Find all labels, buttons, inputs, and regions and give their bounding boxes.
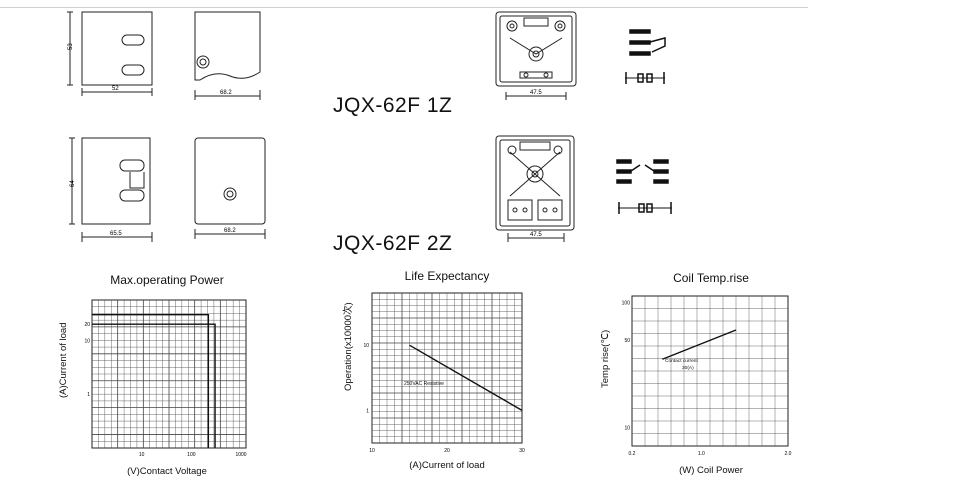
model-label-1z: JQX-62F 1Z — [333, 94, 453, 117]
chart1-y-tick: 10 — [84, 338, 90, 344]
chart1-y-tick: 1 — [87, 392, 90, 398]
dim-row2-width: 68.2 — [224, 228, 236, 234]
relay-1z-side-views: 53 52 68.2 — [67, 11, 261, 100]
dim-row2-base: 47.5 — [530, 232, 542, 238]
chart2-title: Life Expectancy — [404, 269, 490, 283]
chart2-y-tick: 1 — [366, 408, 369, 414]
chart2-xlabel: (A)Current of load — [409, 460, 485, 471]
relay-1z-base-and-schematic: 47.5 — [495, 11, 666, 100]
chart3-series-1 — [662, 329, 737, 360]
chart3-xlabel: (W) Coil Power — [679, 465, 743, 476]
dim-row2-depth: 65.5 — [110, 231, 122, 237]
chart2-x-tick: 10 — [369, 448, 375, 454]
dim-row1-height: 53 — [68, 43, 74, 50]
chart1-xlabel: (V)Contact Voltage — [127, 466, 207, 477]
chart3-ylabel: Temp rise(℃) — [600, 329, 611, 388]
chart2-y-tick: 10 — [363, 343, 369, 349]
relay-2z-base-view — [495, 135, 575, 242]
chart3-y-tick: 10 — [624, 425, 630, 431]
chart2-ylabel: Operation(x10000次) — [343, 302, 354, 391]
chart3-x-tick: 1.0 — [698, 451, 705, 457]
relay-1z-base-view — [495, 11, 577, 100]
relay-1z-contact-schematic — [625, 29, 666, 84]
chart3-annotation-line2: 30(A) — [682, 365, 694, 371]
chart1-x-tick: 100 — [187, 452, 196, 458]
relay-2z-side-views: 64 65.5 68.2 — [69, 137, 266, 242]
chart2-x-tick: 30 — [519, 448, 525, 454]
chart2-annotation: 250VAC Resistive — [404, 381, 444, 387]
chart2-plot: 10 20 30 1 10 250VAC Resistive — [363, 292, 525, 454]
dim-row2-height: 64 — [70, 180, 76, 187]
chart3-title: Coil Temp.rise — [673, 271, 749, 285]
dim-row1-width: 68.2 — [220, 90, 232, 96]
chart1-ylabel: (A)Current of load — [58, 322, 69, 398]
relay-1z-side-view — [67, 11, 153, 96]
chart1-series-2 — [92, 323, 216, 448]
relay-2z-contact-schematic — [616, 159, 672, 214]
chart3-annotation-line1: Contact current — [665, 358, 698, 364]
chart3-y-tick: 50 — [624, 338, 630, 344]
chart1-x-tick: 10 — [139, 452, 145, 458]
chart1-plot: 10 100 1000 1 10 20 — [84, 299, 247, 458]
model-label-2z: JQX-62F 2Z — [333, 232, 453, 255]
chart1-title: Max.operating Power — [110, 273, 224, 287]
chart1-x-tick: 1000 — [235, 452, 246, 458]
chart3-x-tick: 2.0 — [785, 451, 792, 457]
relay-2z-base-and-schematic: 47.5 — [495, 135, 672, 242]
top-divider — [0, 7, 808, 8]
dim-row1-base: 47.5 — [530, 90, 542, 96]
chart2-x-tick: 20 — [444, 448, 450, 454]
dim-row1-depth: 52 — [112, 86, 119, 92]
chart3-y-tick: 100 — [622, 300, 631, 306]
relay-2z-front-view — [194, 137, 266, 239]
relay-2z-side-view — [69, 137, 153, 242]
chart2-series-1 — [409, 344, 523, 411]
chart1-y-tick: 20 — [84, 322, 90, 328]
chart3-x-tick: 0.2 — [629, 451, 636, 457]
chart1-series-1 — [92, 313, 210, 448]
relay-1z-front-view — [194, 11, 261, 100]
